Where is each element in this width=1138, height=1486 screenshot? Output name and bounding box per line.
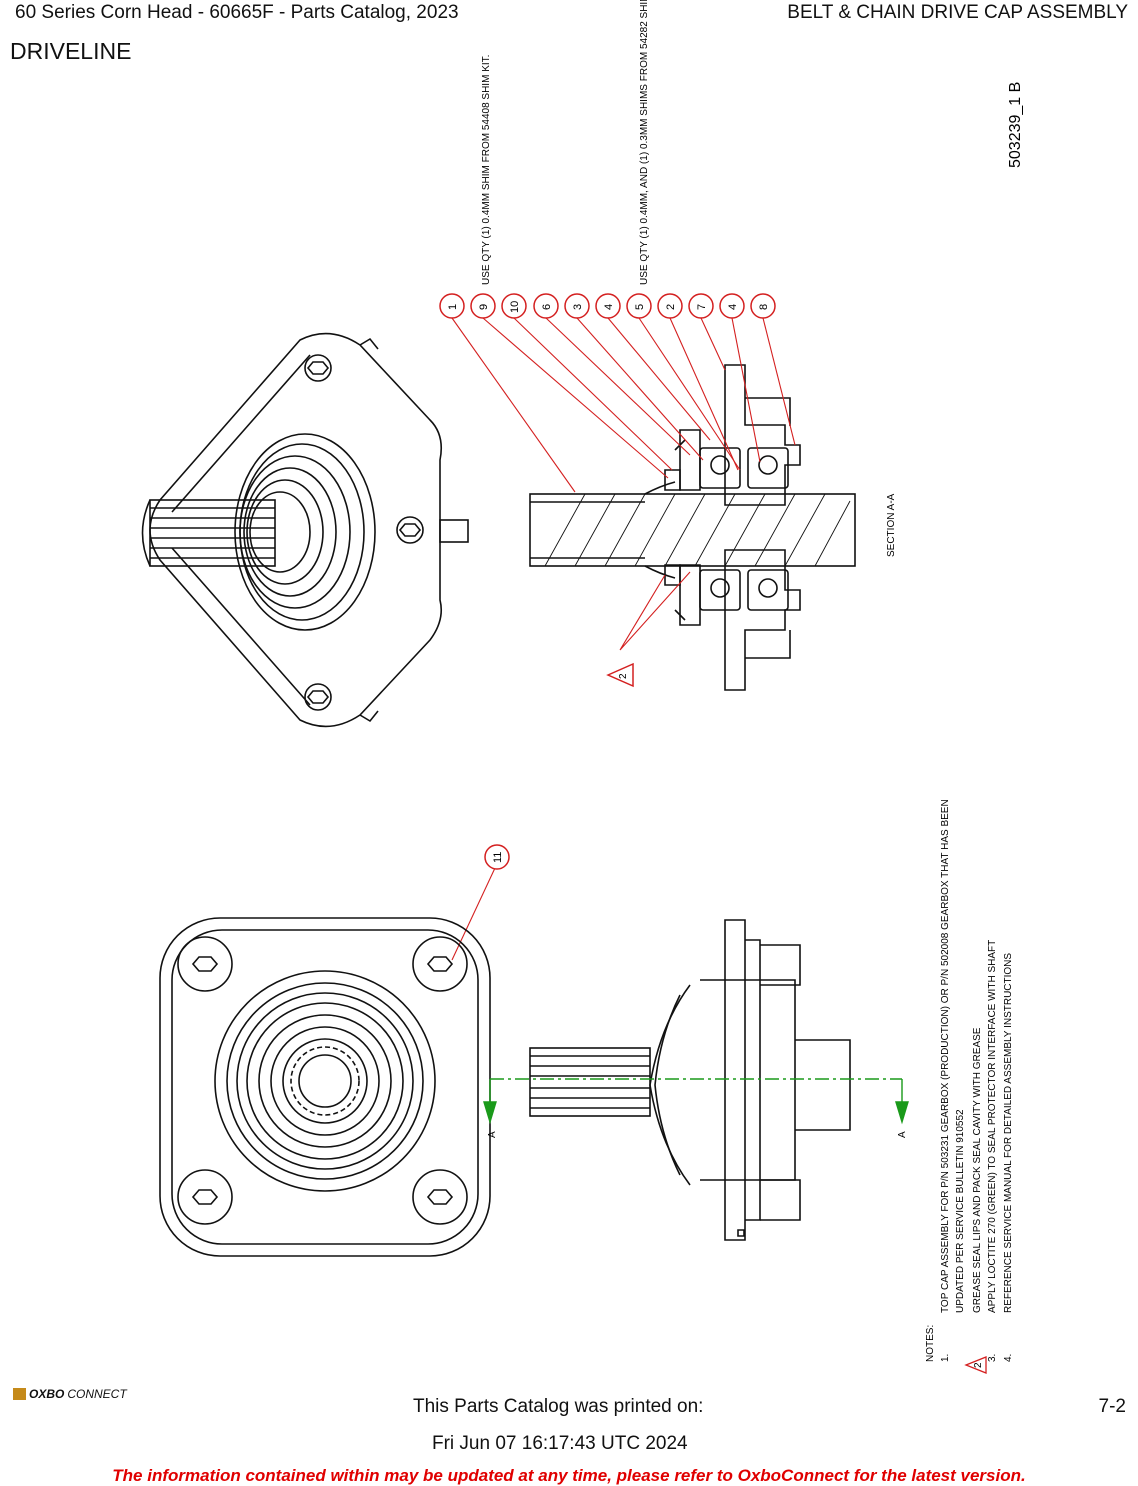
svg-text:9: 9 — [478, 304, 490, 310]
svg-text:8: 8 — [758, 304, 770, 310]
svg-text:1: 1 — [447, 304, 459, 310]
printed-date: Fri Jun 07 16:17:43 UTC 2024 — [432, 1433, 688, 1454]
notes-title: NOTES: — [925, 1325, 936, 1362]
svg-text:6: 6 — [541, 304, 553, 310]
drawing-id: 503239_1 B — [1007, 82, 1024, 168]
svg-text:10: 10 — [509, 301, 521, 313]
shim-note-2: USE QTY (1) 0.4MM, AND (1) 0.3MM SHIMS F… — [639, 0, 650, 285]
disclaimer: The information contained within may be … — [112, 1466, 1026, 1485]
note-2-triangle — [964, 1356, 987, 1374]
svg-text:4: 4 — [603, 304, 615, 310]
note-1-text-cont: UPDATED PER SERVICE BULLETIN 910552 — [955, 1109, 966, 1313]
section-heading: DRIVELINE — [10, 38, 132, 64]
callout-balloons: 1 9 10 6 3 4 5 2 7 4 8 11 — [439, 293, 776, 870]
svg-text:5: 5 — [634, 304, 646, 310]
svg-text:7: 7 — [696, 304, 708, 310]
section-line — [483, 1078, 909, 1125]
assembly-title: BELT & CHAIN DRIVE CAP ASSEMBLY — [787, 2, 1128, 23]
cap-side-view — [141, 332, 469, 728]
svg-text:2: 2 — [665, 304, 677, 310]
callout-balloon: 1 — [439, 293, 465, 319]
note-1-text: TOP CAP ASSEMBLY FOR P/N 503231 GEARBOX … — [940, 799, 951, 1313]
logo-text-light: CONNECT — [67, 1387, 127, 1401]
note-4-text: REFERENCE SERVICE MANUAL FOR DETAILED AS… — [1003, 953, 1014, 1313]
callout-balloon: 10 — [501, 293, 527, 319]
callout-balloon: 4 — [595, 293, 621, 319]
note-1-num: 1. — [940, 1354, 951, 1362]
section-a-a-view — [529, 364, 856, 691]
callout-balloon: 7 — [688, 293, 714, 319]
note-3-num: 3. — [987, 1354, 998, 1362]
callout-balloon: 6 — [533, 293, 559, 319]
cap-end-view — [159, 917, 491, 1257]
svg-text:11: 11 — [492, 852, 504, 863]
note-2-num: 2 — [973, 1362, 984, 1368]
cap-profile-view — [529, 919, 851, 1241]
callout-balloon-11: 11 — [484, 844, 510, 870]
svg-text:2: 2 — [618, 673, 629, 679]
shim-note-1: USE QTY (1) 0.4MM SHIM FROM 54408 SHIM K… — [481, 55, 492, 285]
page-number: 7-2 — [1098, 1396, 1126, 1417]
svg-text:4: 4 — [727, 304, 739, 310]
callout-balloon: 9 — [470, 293, 496, 319]
section-marker-left: A — [487, 1131, 498, 1138]
note-2-text: GREASE SEAL LIPS AND PACK SEAL CAVITY WI… — [972, 1027, 983, 1313]
note-3-text: APPLY LOCTITE 270 (GREEN) TO SEAL PROTEC… — [987, 940, 998, 1313]
logo-text-bold: OXBO — [29, 1387, 65, 1401]
callout-balloon: 5 — [626, 293, 652, 319]
callout-balloon: 8 — [750, 293, 776, 319]
printed-label: This Parts Catalog was printed on: — [413, 1396, 704, 1417]
section-marker-right: A — [897, 1131, 908, 1138]
oxbo-logo-icon — [13, 1388, 26, 1400]
note-4-num: 4. — [1003, 1354, 1014, 1362]
callout-balloon: 2 — [657, 293, 683, 319]
section-label: SECTION A-A — [886, 493, 897, 557]
notes-block: NOTES: 1. TOP CAP ASSEMBLY FOR P/N 50323… — [925, 799, 1014, 1374]
svg-text:3: 3 — [572, 304, 584, 310]
callout-leaders — [451, 317, 796, 961]
callout-balloon: 4 — [719, 293, 745, 319]
note-triangle-callout: 2 — [606, 662, 634, 688]
catalog-title: 60 Series Corn Head - 60665F - Parts Cat… — [15, 2, 459, 23]
callout-balloon: 3 — [564, 293, 590, 319]
